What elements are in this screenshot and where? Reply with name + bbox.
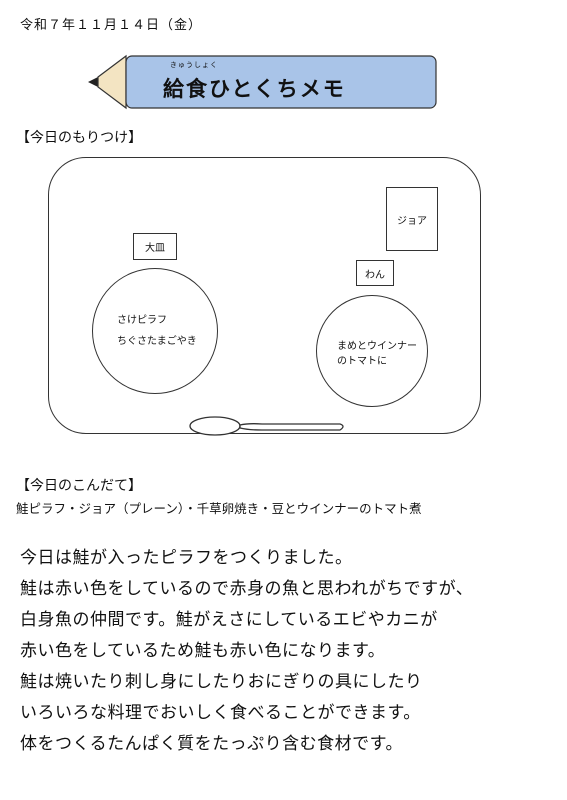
joa-box: ジョア	[386, 187, 438, 251]
bowl	[316, 295, 428, 407]
body-line-4: 赤い色をしているため鮭も赤い色になります。	[20, 641, 386, 661]
title-banner: きゅうしょく 給食ひとくちメモ	[88, 54, 440, 110]
pencil-icon	[88, 54, 437, 110]
wan-box: わん	[356, 260, 394, 286]
body-line-2: 鮭は赤い色をしているので赤身の魚と思われがちですが、	[20, 579, 474, 599]
joa-label: ジョア	[397, 215, 427, 227]
layout-section-title: 【今日のもりつけ】	[16, 130, 143, 146]
body-line-1: 今日は鮭が入ったピラフをつくりました。	[20, 548, 353, 568]
banner-ruby: きゅうしょく	[170, 61, 218, 69]
body-line-3: 白身魚の仲間です。鮭がえさにしているエビやカニが	[20, 610, 438, 630]
big-plate-text: さけピラフ ちぐさたまごやき	[117, 313, 197, 349]
bowl-text: まめとウインナー のトマトに	[337, 339, 417, 369]
body-line-6: いろいろな料理でおいしく食べることができます。	[20, 703, 421, 723]
wan-label: わん	[365, 269, 385, 281]
bowl-line-2: のトマトに	[337, 356, 387, 367]
date-text: 令和７年１１月１４日（金）	[20, 18, 203, 33]
big-plate-line-2: ちぐさたまごやき	[117, 336, 197, 347]
big-plate-line-1: さけピラフ	[117, 315, 167, 326]
banner-title: 給食ひとくちメモ	[163, 77, 346, 101]
spoon-icon	[189, 416, 344, 436]
body-line-7: 体をつくるたんぱく質をたっぷり含む食材です。	[20, 734, 403, 754]
oosara-label: 大皿	[145, 243, 165, 254]
menu-section-title: 【今日のこんだて】	[16, 478, 142, 494]
memo-body: 今日は鮭が入ったピラフをつくりました。 鮭は赤い色をしているので赤身の魚と思われ…	[20, 543, 550, 760]
menu-text: 鮭ピラフ・ジョア（プレーン）・千草卵焼き・豆とウインナーのトマト煮	[16, 501, 422, 516]
body-line-5: 鮭は焼いたり刺し身にしたりおにぎりの具にしたり	[20, 672, 423, 692]
oosara-box: 大皿	[133, 233, 177, 260]
tray-outline	[48, 157, 481, 434]
bowl-line-1: まめとウインナー	[337, 341, 417, 352]
big-plate	[92, 268, 218, 394]
